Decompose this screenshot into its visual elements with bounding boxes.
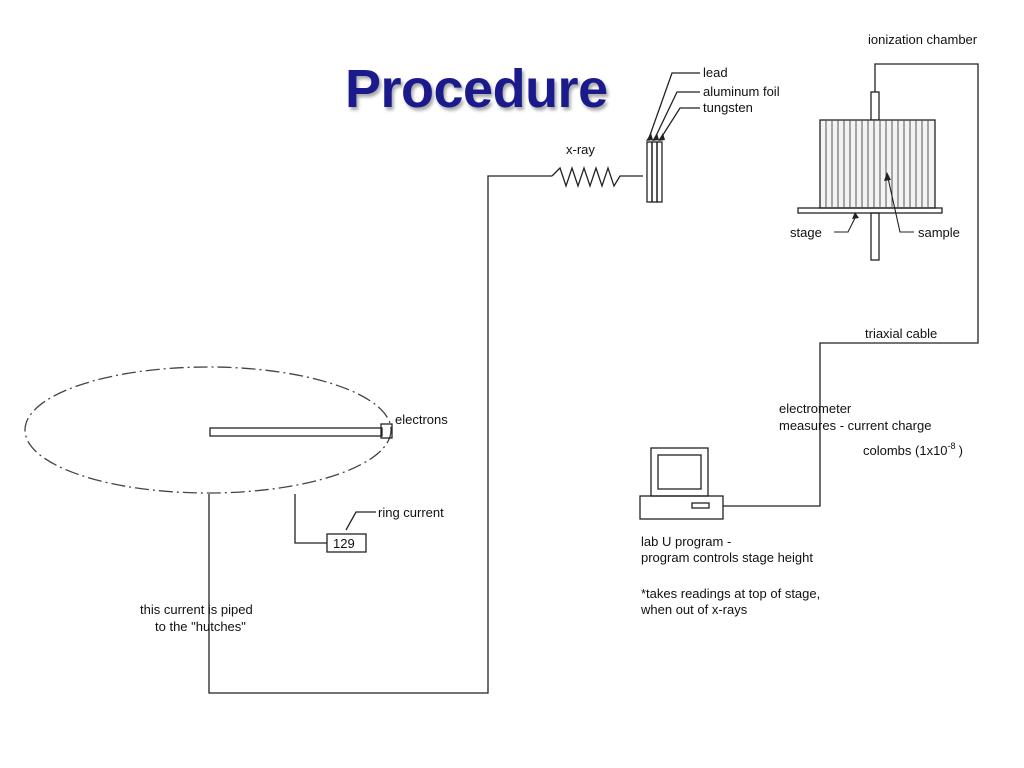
tungsten-pointer — [660, 107, 700, 139]
xray-zigzag — [551, 165, 643, 189]
electrometer-label: electrometer — [779, 401, 852, 416]
note-line2: when out of x-rays — [640, 602, 748, 617]
storage-ring — [24, 366, 392, 494]
aluminum-plate — [651, 141, 658, 203]
ring-current-label: ring current — [378, 505, 444, 520]
chamber-stripes — [825, 120, 929, 208]
tungsten-label: tungsten — [703, 100, 753, 115]
aluminum-pointer — [654, 91, 700, 139]
electron-beam-bar — [209, 427, 383, 437]
triaxial-cable-label: triaxial cable — [865, 326, 937, 341]
colombs-prefix: colombs (1x10 — [863, 443, 948, 458]
slide-title: Procedure — [345, 59, 608, 119]
note-line1: *takes readings at top of stage, — [641, 586, 820, 601]
chamber-top-stem — [870, 91, 880, 121]
stage-label: stage — [790, 225, 822, 240]
lead-pointer — [648, 72, 700, 139]
colombs-label: colombs (1x10-8) — [863, 441, 963, 458]
ionization-chamber — [819, 119, 936, 209]
ionization-chamber-label: ionization chamber — [868, 32, 978, 47]
sample-label: sample — [918, 225, 960, 240]
sample-pointer — [887, 177, 914, 233]
colombs-exponent: -8 — [948, 441, 956, 451]
electron-source-box — [380, 423, 393, 439]
lead-label: lead — [703, 65, 728, 80]
electrons-label: electrons — [395, 412, 448, 427]
computer-icon — [639, 447, 724, 520]
lab-program-desc: program controls stage height — [641, 550, 813, 565]
piped-label-line1: this current is piped — [140, 602, 253, 617]
xray-label: x-ray — [566, 142, 595, 157]
piped-label-line2: to the "hutches" — [155, 619, 246, 634]
ring-current-pointer — [345, 511, 376, 531]
electrometer-measure-label: measures - current charge — [779, 418, 931, 433]
ring-current-value: 129 — [333, 536, 355, 551]
aluminum-foil-label: aluminum foil — [703, 84, 780, 99]
ring-current-wire — [294, 494, 327, 544]
stage-rod — [870, 212, 880, 261]
colombs-suffix: ) — [959, 443, 963, 458]
ring-current-box — [326, 533, 367, 553]
stage-pointer — [834, 215, 857, 233]
lead-plate — [646, 141, 653, 203]
lab-program-label: lab U program - — [641, 534, 731, 549]
beam-line-wire — [208, 175, 552, 694]
stage-plate — [797, 207, 943, 214]
chamber-top-wire — [723, 63, 979, 507]
tungsten-plate — [656, 141, 663, 203]
